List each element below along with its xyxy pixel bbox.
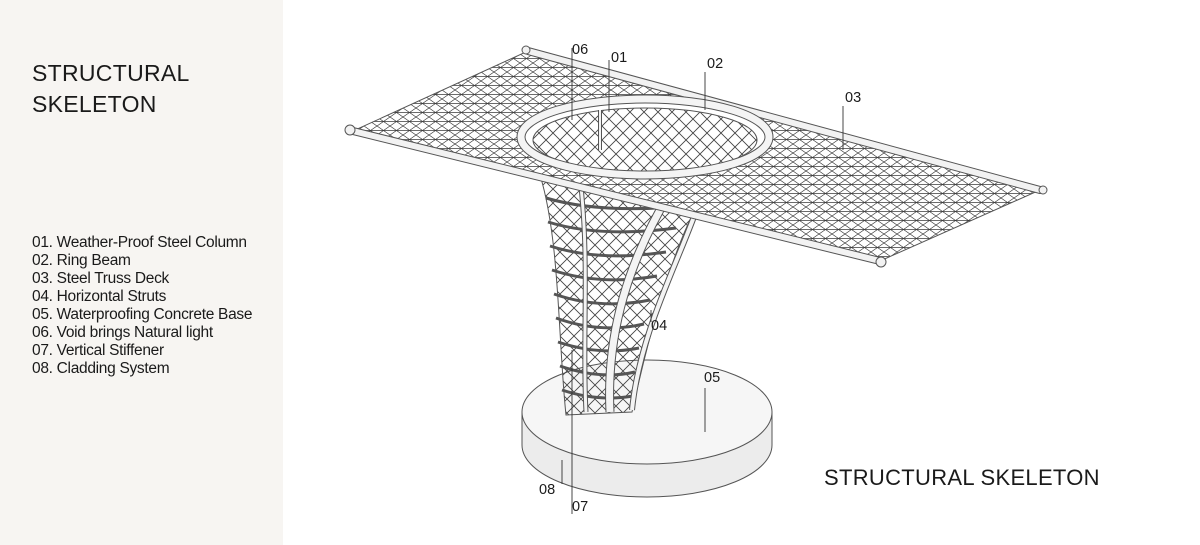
legend-item-07: 07. Vertical Stiffener bbox=[32, 342, 164, 359]
legend-item-05: 05. Waterproofing Concrete Base bbox=[32, 306, 253, 323]
diagram-title: STRUCTURAL SKELETON bbox=[824, 465, 1100, 490]
vertical-stiffeners bbox=[577, 177, 703, 413]
callout-02: 02 bbox=[707, 56, 723, 72]
callout-03: 03 bbox=[845, 90, 861, 106]
sidebar-title-line-1: STRUCTURAL bbox=[32, 60, 190, 86]
concrete-base bbox=[521, 359, 773, 498]
callout-08: 08 bbox=[539, 482, 555, 498]
legend-item-04: 04. Horizontal Struts bbox=[32, 288, 167, 305]
callout-01: 01 bbox=[611, 50, 627, 66]
legend-item-02: 02. Ring Beam bbox=[32, 252, 131, 269]
legend-item-06: 06. Void brings Natural light bbox=[32, 324, 213, 341]
callout-04: 04 bbox=[651, 318, 667, 334]
legend-list: 01. Weather-Proof Steel Column 02. Ring … bbox=[32, 234, 252, 378]
callout-leaders bbox=[561, 48, 844, 514]
callout-06: 06 bbox=[572, 42, 588, 58]
legend-item-03: 03. Steel Truss Deck bbox=[32, 270, 170, 287]
sidebar-title-line-2: SKELETON bbox=[32, 91, 157, 117]
callout-07: 07 bbox=[572, 499, 588, 515]
sidebar-panel: STRUCTURAL SKELETON 01. Weather-Proof St… bbox=[0, 0, 283, 545]
steel-column bbox=[539, 174, 703, 416]
structure-diagram: 06 01 02 03 04 05 08 07 bbox=[344, 42, 1048, 515]
sidebar-title: STRUCTURAL SKELETON bbox=[32, 58, 190, 120]
legend-item-08: 08. Cladding System bbox=[32, 360, 170, 377]
legend-item-01: 01. Weather-Proof Steel Column bbox=[32, 234, 247, 251]
callout-05: 05 bbox=[704, 370, 720, 386]
ring-beam bbox=[516, 94, 774, 180]
